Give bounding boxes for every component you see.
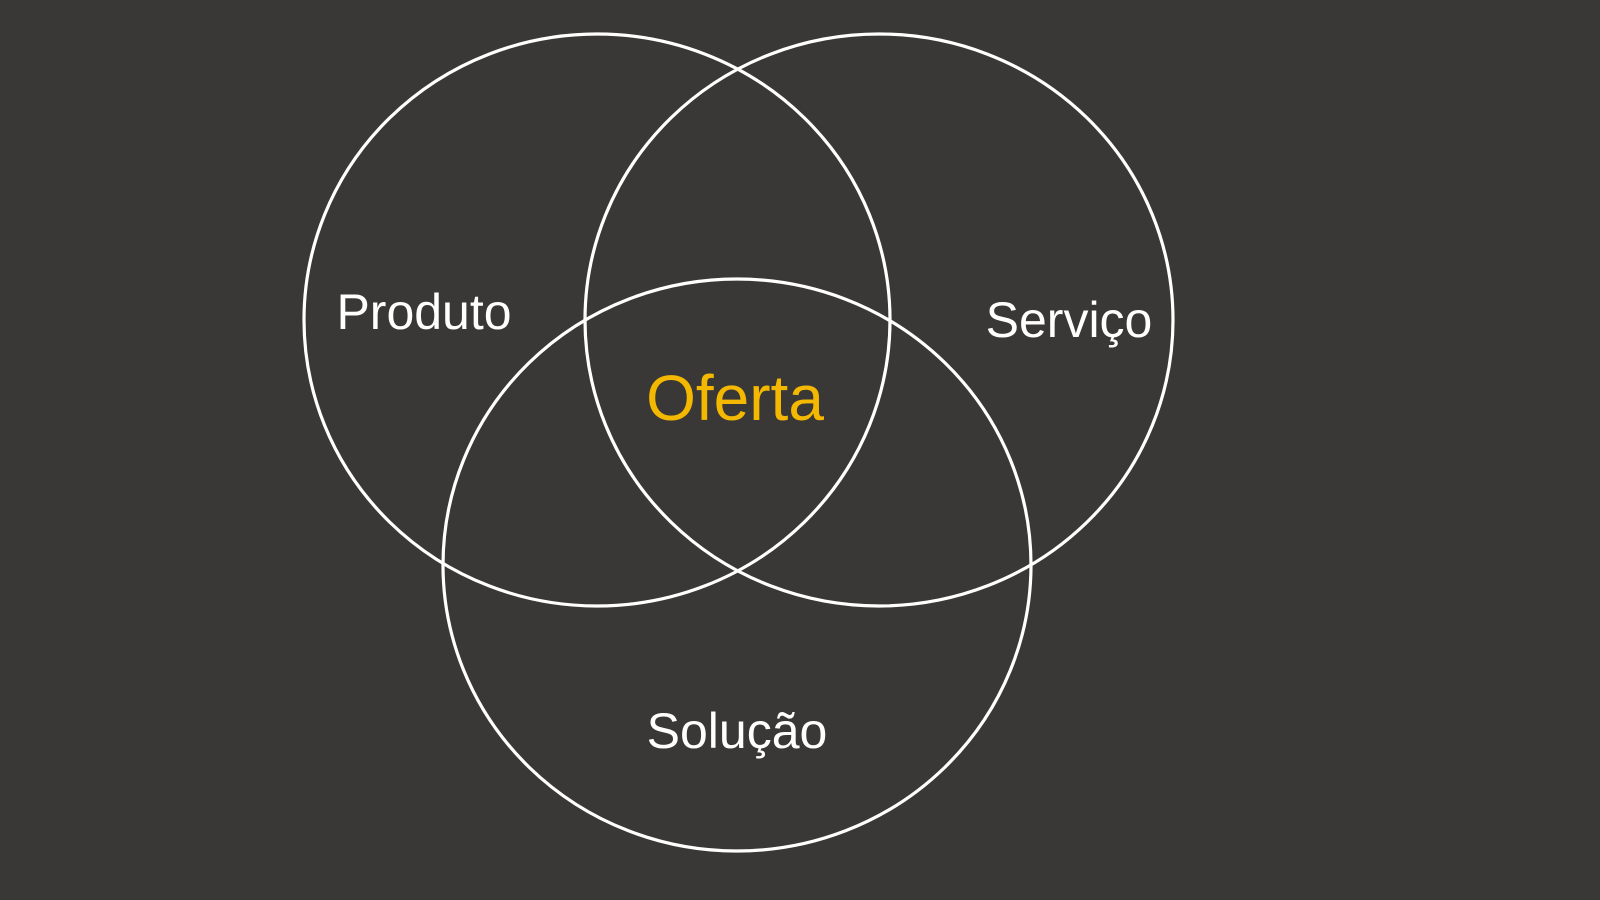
intersection-label-oferta: Oferta: [646, 362, 824, 434]
set-label-produto: Produto: [336, 284, 512, 340]
set-label-servico: Serviço: [985, 292, 1153, 348]
set-label-solucao: Solução: [646, 703, 828, 759]
circle-solucao: [441, 277, 1033, 853]
